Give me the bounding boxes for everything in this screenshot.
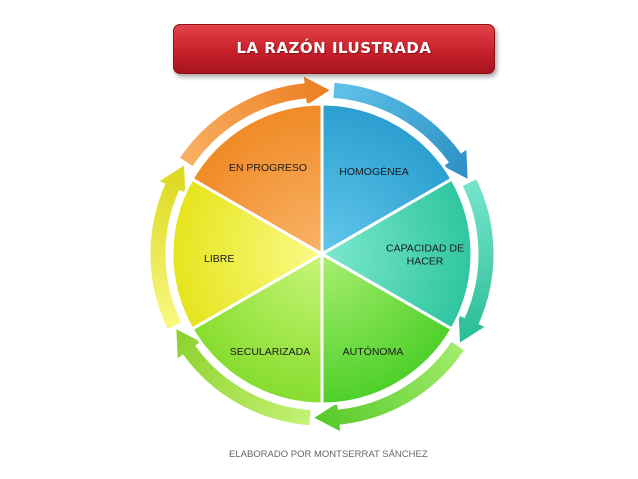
cycle-wedge-6 xyxy=(190,102,324,257)
segment-label-line: EN PROGRESO xyxy=(229,162,307,174)
segment-label-line: HACER xyxy=(407,256,444,268)
segment-label-3: AUTÓNOMA xyxy=(343,345,404,358)
cycle-arrow-5 xyxy=(149,163,187,331)
segment-label-line: CAPACIDAD DE xyxy=(386,243,464,255)
segment-label-line: AUTÓNOMA xyxy=(343,345,404,358)
segment-label-4: SECULARIZADA xyxy=(230,346,311,358)
cycle-wedge-2 xyxy=(319,176,474,332)
cycle-wedges xyxy=(170,102,474,406)
cycle-arrow-4 xyxy=(175,327,312,427)
cycle-arrow-1 xyxy=(332,81,469,181)
segment-label-6: EN PROGRESO xyxy=(229,162,307,174)
segment-label-line: SECULARIZADA xyxy=(230,346,311,358)
cycle-arrow-2 xyxy=(457,177,495,345)
cycle-arrow-6 xyxy=(178,75,332,168)
diagram-title: LA RAZÓN ILUSTRADA xyxy=(236,38,432,57)
segment-label-line: HOMOGÉNEA xyxy=(339,165,408,178)
cycle-wedge-3 xyxy=(320,251,454,406)
segment-label-5: LIBRE xyxy=(204,253,234,265)
cycle-arrow-3 xyxy=(312,340,466,433)
segment-label-line: LIBRE xyxy=(204,253,234,265)
cycle-wedge-4 xyxy=(190,251,324,406)
cycle-wedge-1 xyxy=(320,102,454,257)
footer-credit: ELABORADO POR MONTSERRAT SÁNCHEZ xyxy=(229,449,428,460)
cycle-arrows xyxy=(149,75,495,433)
title-banner: LA RAZÓN ILUSTRADA xyxy=(173,24,495,74)
segment-label-1: HOMOGÉNEA xyxy=(339,165,408,178)
cycle-wedge-5 xyxy=(170,176,325,332)
